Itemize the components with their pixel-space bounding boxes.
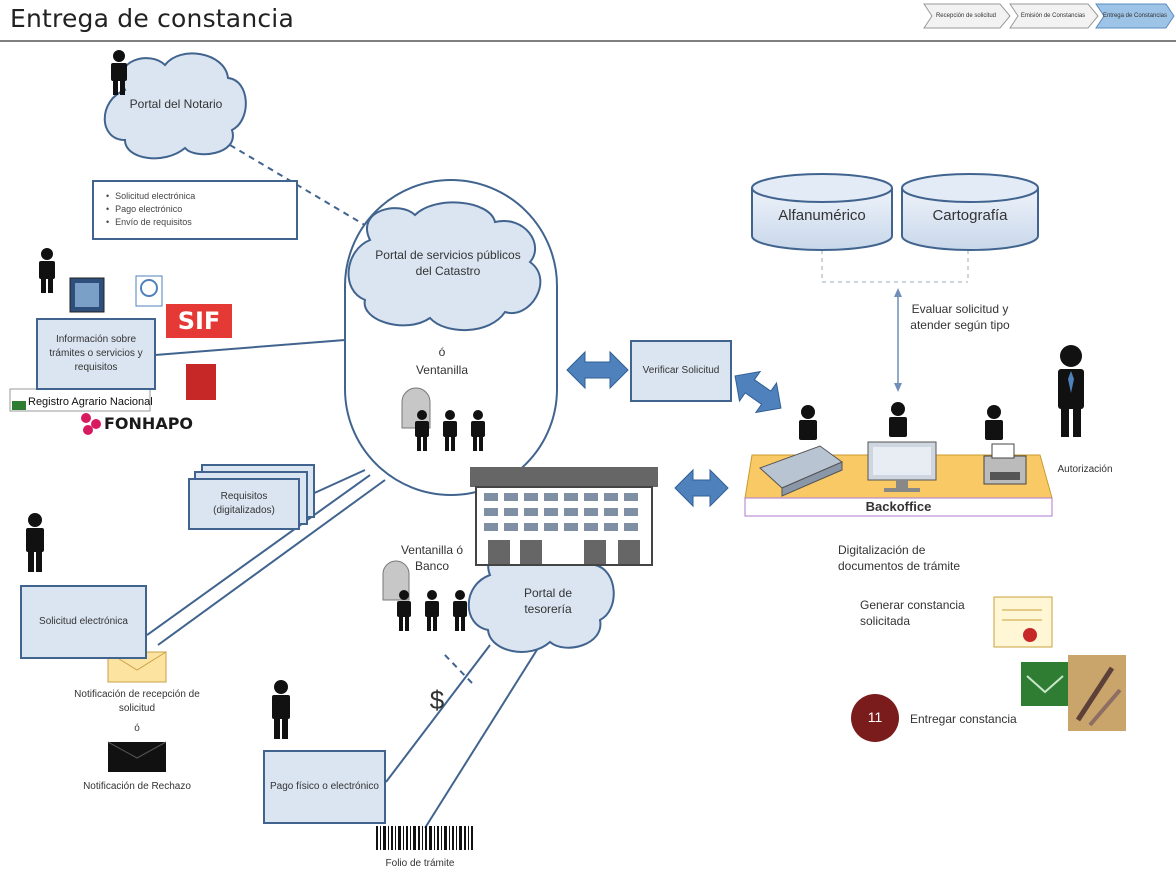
evaluar-solicitud-label: Evaluar solicitud y atender según tipo [910, 302, 1010, 332]
portal-tesoreria-label: Portal de tesorería [523, 586, 573, 616]
stage-entrega[interactable]: Entrega de Constancias [1102, 12, 1168, 19]
fonhapo-logo: FONHAPO [104, 414, 194, 433]
generar-constancia-label: Generar constancia solicitada [860, 598, 965, 628]
db-links [821, 250, 969, 283]
person-icons [26, 50, 1084, 739]
ventanilla-o: ó [438, 345, 446, 359]
notificacion-recepcion-label: Notificación de recepción de solicitud [74, 689, 200, 714]
verificar-solicitud-box: Verificar Solicitud [630, 340, 732, 402]
ventanilla-banco-label: Ventanilla ó Banco [400, 543, 464, 573]
page-title: Entrega de constancia [10, 4, 294, 33]
entregar-constancia-label: Entregar constancia [910, 712, 1017, 726]
portal-catastro-label: Portal de servicios públicos del Catastr… [375, 248, 521, 278]
step-number: 11 [867, 709, 883, 725]
pago-box: Pago físico o electrónico [263, 750, 386, 824]
step-badge [851, 694, 899, 742]
notificacion-rechazo-label: Notificación de Rechazo [83, 781, 191, 792]
scanner-icon [759, 445, 844, 497]
barcode-icon [376, 826, 473, 850]
db-cartografia [901, 173, 1039, 251]
portal-notario-label: Portal del Notario [129, 97, 223, 111]
printer-icon [983, 443, 1027, 485]
bullet-item: Pago electrónico [106, 203, 296, 216]
info-tramites-box: Información sobre trámites o servicios y… [36, 318, 156, 390]
registro-agrario-logo: Registro Agrario Nacional [28, 396, 153, 408]
dollar-sign: $ [429, 685, 445, 715]
monitor-icon [867, 441, 937, 492]
agency-logos [9, 275, 216, 435]
db-cartografia-label: Cartografía [932, 207, 1008, 224]
tools-icon [1068, 655, 1126, 731]
requisitos-box: Requisitos (digitalizados) [188, 478, 300, 530]
title-rule [0, 40, 1176, 42]
cloud-catastro [347, 201, 542, 331]
db-alfanumerico-label: Alfanumérico [778, 207, 866, 224]
certificate-icon [993, 596, 1053, 648]
building-icon [470, 467, 658, 566]
ventanilla-label: Ventanilla [415, 363, 469, 377]
backoffice-label: Backoffice [865, 499, 932, 514]
bullet-item: Envío de requisitos [106, 216, 296, 229]
evaluate-arrow [894, 288, 902, 392]
cloud-notario [103, 52, 247, 160]
bullet-item: Solicitud electrónica [106, 190, 296, 203]
autorizacion-label: Autorización [1057, 464, 1113, 475]
envelope-icons [107, 651, 1069, 772]
stage-emision[interactable]: Emisión de Constancias [1020, 12, 1086, 19]
solicitud-electronica-box: Solicitud electrónica [20, 585, 147, 659]
digitalizacion-label: Digitalización de documentos de trámite [838, 543, 961, 573]
stage-recepcion[interactable]: Recepción de solicitud [935, 12, 997, 19]
double-arrows [566, 350, 782, 508]
sif-logo: SIF [166, 304, 232, 338]
folio-tramite-label: Folio de trámite [385, 858, 455, 869]
notificacion-o-label: ó [134, 723, 140, 734]
notario-bullet-list: Solicitud electrónica Pago electrónico E… [92, 180, 298, 240]
stage-chevrons [923, 3, 1175, 29]
db-alfanumerico [751, 173, 893, 251]
connector-lines [146, 144, 541, 829]
